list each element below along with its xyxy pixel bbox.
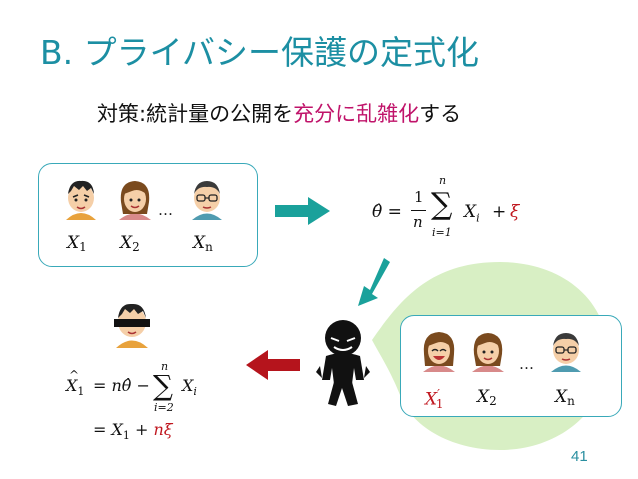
population-box-neighbor [400,315,622,417]
person-glasses-icon-2 [551,333,581,372]
recon-line2-noise: nξ [153,420,173,439]
person-woman-bigsmile-icon [423,332,455,372]
formula-lhs: θ̂ = [372,202,402,222]
person-glasses-icon [192,181,222,220]
person-woman-icon-2 [472,333,504,372]
recon-mid: = nθ̂ − [93,376,150,395]
person-boy-icon [66,180,96,220]
population-box-original [38,163,258,267]
recon-sum-top: n [161,360,169,373]
sum-symbol-icon: ∑ [431,187,453,222]
recon-term-var: X [182,376,194,395]
recon-lhs: X^ 1 [66,368,85,399]
formula-frac-den: n [413,213,423,231]
label-x1p-sub: 1 [435,396,444,411]
censor-bar [114,319,150,327]
formula-sum-top: n [439,174,447,187]
subtitle-prefix: 対策:統計量の公開を [97,102,294,126]
page-number: 41 [571,448,588,465]
formula-term-sub: i [476,211,480,225]
slide-subtitle: 対策:統計量の公開を充分に乱雑化する [97,98,461,128]
person-woman-icon [119,181,151,220]
formula-sum-bottom: i=1 [432,226,452,239]
label-xnb-sub: n [567,394,575,408]
label-x1-var: X [67,233,80,253]
label-x1p-prime: ′ [437,387,440,401]
ellipsis-bottom: … [519,355,534,373]
anonymized-person-icon [114,303,150,348]
label-x2b-sub: 2 [489,394,497,408]
label-x1p-var: X [425,389,438,410]
recon-lhs-sub: 1 [77,385,85,399]
label-x2-bottom: X2 [477,387,497,408]
formula-frac-bar [411,210,426,211]
label-x2-var: X [120,233,133,253]
recon-term-sub: i [193,385,197,399]
formula-reconstruction: X^1 = nθ̂ − n ∑ i=2 Xi = X1 + nξ [66,360,236,442]
label-x2b-var: X [477,387,490,407]
label-xn-bottom: Xn [555,387,575,408]
formula-noise: ξ [510,202,520,222]
label-xnb-var: X [555,387,568,407]
formula-plus: + [492,202,507,222]
sum-symbol-icon-2: ∑ [153,369,173,402]
label-x2-sub: 2 [132,240,140,254]
subtitle-suffix: する [419,102,462,126]
recon-line2-sub: 1 [122,429,130,443]
formula-estimator: θ̂ = 1 n n ∑ i=1 Xi + ξ [372,174,542,246]
recon-line2-eq: = X [93,420,123,439]
hat-mark: ^ [69,368,80,382]
label-x1-sub: 1 [79,240,87,254]
arrow-down-left-icon [358,258,390,306]
formula-term-var: X [464,202,477,222]
subtitle-highlight: 充分に乱雑化 [293,102,420,126]
recon-term: Xi [182,376,197,398]
attacker-icon [316,320,370,406]
recon-sum-bottom: i=2 [154,401,174,414]
ellipsis-top: … [158,201,173,219]
label-x1: X1 [67,233,87,254]
recon-lhs-var: X [66,376,78,395]
formula-term: Xi [464,202,480,224]
recon-line2-plus: + [134,420,149,439]
arrow-left-red-icon [246,350,300,380]
label-x2: X2 [120,233,140,254]
arrow-right-icon [275,197,330,225]
formula-frac-num: 1 [414,188,424,206]
recon-line2: = X1 + nξ [93,420,173,442]
label-xn: Xn [193,233,213,254]
label-x1-prime: X′1 [425,387,443,411]
label-xn-var: X [193,233,206,253]
label-xn-sub: n [205,240,213,254]
slide-title: B. プライバシー保護の定式化 [40,33,479,72]
